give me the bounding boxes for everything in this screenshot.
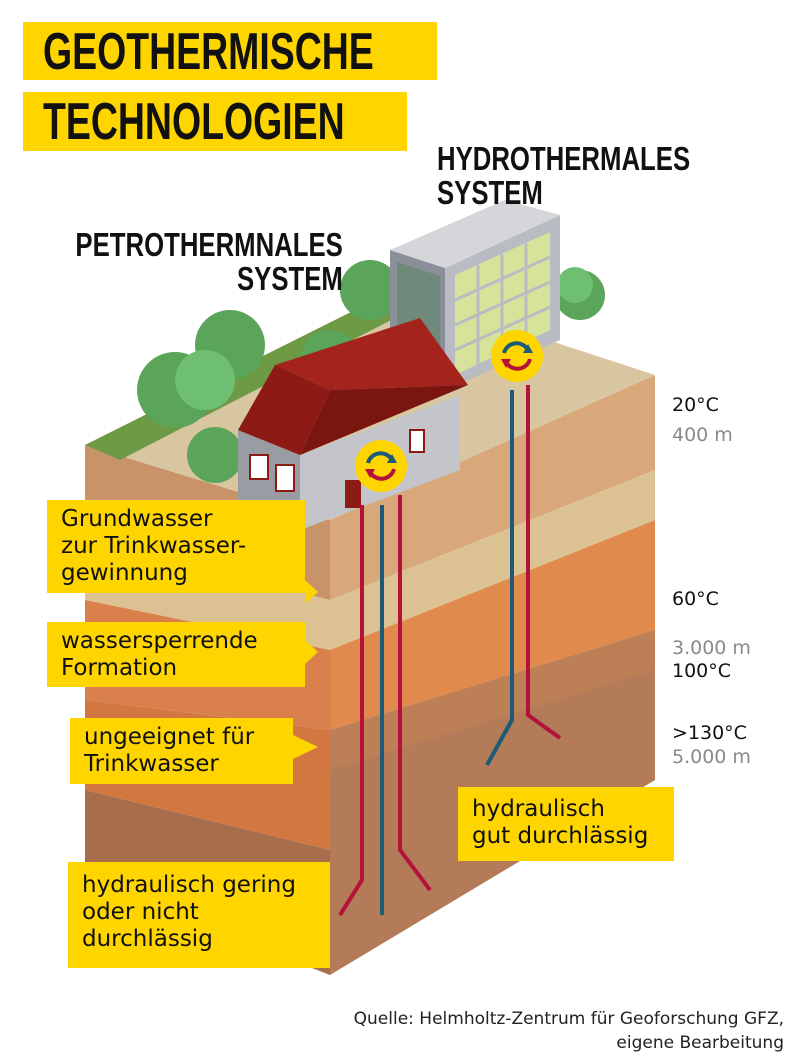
hydro-line-1: HYDROTHERMALES <box>437 140 691 177</box>
temp-100: 100°C <box>672 660 732 682</box>
heat-exchange-cycle-icon <box>355 440 407 492</box>
label-text: oder nicht <box>82 899 199 925</box>
label-text: durchlässig <box>82 926 213 952</box>
petrothermal-pipes <box>338 495 432 917</box>
label-text: ungeeignet für <box>84 724 255 750</box>
title-line-1-box: GEOTHERMISCHE <box>23 22 437 80</box>
label-text: gewinnung <box>61 560 188 586</box>
label-grundwasser: Grundwasser zur Trinkwasser- gewinnung <box>47 500 305 593</box>
title-line-1: GEOTHERMISCHE <box>43 23 374 81</box>
depth-3000: 3.000 m <box>672 637 751 659</box>
temp-20: 20°C <box>672 394 719 416</box>
label-wassersperrende-formation: wassersperrende Formation <box>47 622 305 687</box>
label-text: hydraulisch <box>472 796 605 822</box>
label-ungeeignet: ungeeignet für Trinkwasser <box>70 718 293 784</box>
label-text: Grundwasser <box>61 506 213 532</box>
label-hydraulisch-gering: hydraulisch gering oder nicht durchlässi… <box>68 862 330 968</box>
label-text: gut durchlässig <box>472 823 649 849</box>
hydrothermal-system-label: HYDROTHERMALES SYSTEM <box>437 142 690 210</box>
label-text: zur Trinkwasser- <box>61 533 247 559</box>
label-text: wassersperrende <box>61 628 258 654</box>
petrothermal-system-label: PETROTHERMNALES SYSTEM <box>76 228 343 296</box>
heat-exchange-cycle-icon <box>491 330 543 382</box>
temp-60: 60°C <box>672 588 719 610</box>
title-line-2-box: TECHNOLOGIEN <box>23 92 407 151</box>
petro-line-2: SYSTEM <box>237 260 343 297</box>
petro-line-1: PETROTHERMNALES <box>75 226 343 263</box>
temp-130: >130°C <box>672 722 747 744</box>
label-text: Formation <box>61 655 178 681</box>
hydrothermal-pipes <box>485 385 562 766</box>
depth-5000: 5.000 m <box>672 746 751 768</box>
source-line-1: Quelle: Helmholtz-Zentrum für Geoforschu… <box>353 1009 784 1029</box>
depth-400: 400 m <box>672 424 733 446</box>
label-hydraulisch-gut: hydraulisch gut durchlässig <box>458 787 674 861</box>
label-text: hydraulisch gering <box>82 872 296 898</box>
arrow-right-icon <box>293 580 318 759</box>
hydro-line-2: SYSTEM <box>437 174 543 211</box>
source-line-2: eigene Bearbeitung <box>616 1033 784 1053</box>
label-text: Trinkwasser <box>84 751 219 777</box>
title-line-2: TECHNOLOGIEN <box>43 93 345 151</box>
